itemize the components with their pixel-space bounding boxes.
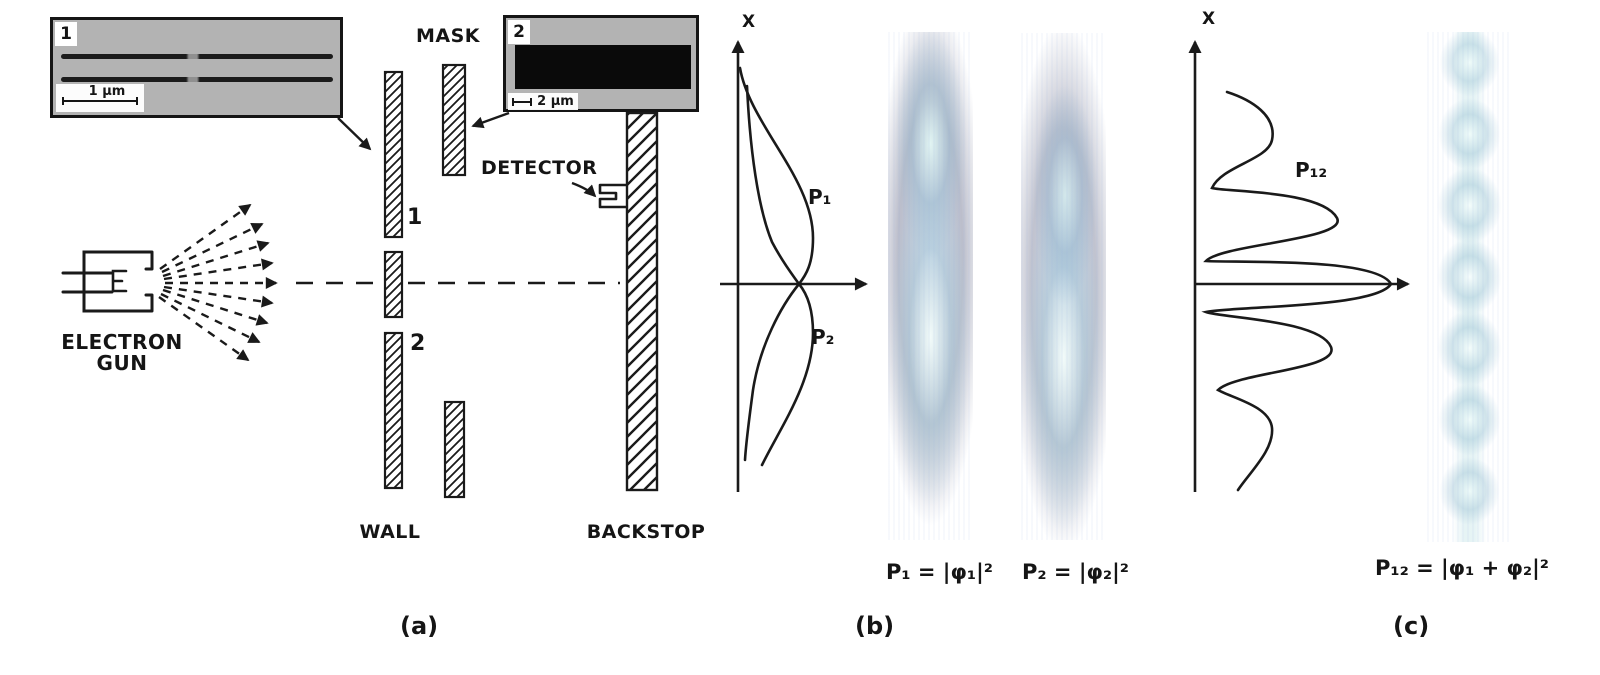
slit2-label: 2 (410, 331, 426, 356)
formula-p2: P₂ = |φ₂|² (1022, 560, 1129, 584)
wall-label: WALL (359, 521, 421, 543)
inset2-scale-box: 2 μm (508, 93, 578, 110)
pattern-image-p2 (1021, 33, 1106, 540)
curve-p12 (1201, 90, 1393, 492)
detector-label: DETECTOR (481, 157, 598, 179)
formula-p12: P₁₂ = |φ₁ + φ₂|² (1374, 556, 1549, 580)
backstop-label: BACKSTOP (586, 521, 706, 543)
detector-element (598, 183, 627, 209)
mask-top-segment (441, 63, 467, 177)
mask-label: MASK (416, 25, 481, 47)
slit1-label: 1 (407, 205, 423, 230)
curve-p12-label: P₁₂ (1295, 158, 1328, 182)
pattern-image-p12 (1427, 32, 1512, 542)
inset1-scale-label: 1 μm (88, 84, 126, 99)
electron-gun-body (82, 250, 154, 313)
electron-gun-filament (111, 269, 128, 293)
inset2-tag: 2 (508, 20, 530, 44)
sem-mask-opening (515, 45, 691, 89)
axis-b-x-label: X (742, 12, 756, 32)
curve-p1-label: P₁ (808, 185, 832, 209)
inset1-scale-bar (62, 97, 138, 105)
wall-top-segment (383, 70, 404, 239)
electron-gun-leads (61, 271, 114, 294)
sem-slit-line-1 (61, 54, 333, 59)
inset1-scale-box: 1 μm (56, 84, 144, 112)
electron-gun-label: ELECTRON GUN (61, 330, 183, 375)
wall-middle-segment (383, 250, 404, 319)
sem-slit-line-2 (61, 77, 333, 82)
pattern-image-p1 (888, 32, 973, 540)
sem-inset-double-slit: 1 1 μm (50, 17, 343, 118)
curve-p2 (745, 84, 815, 467)
mask-bottom-segment (443, 400, 466, 499)
panel-a-caption: (a) (400, 612, 439, 640)
panel-c-caption: (c) (1393, 612, 1430, 640)
curve-p2-label: P₂ (811, 325, 835, 349)
arrow-inset1-to-wall (337, 117, 372, 151)
electron-ray-arrows (158, 203, 278, 362)
axis-c-x-label: X (1202, 9, 1216, 29)
backstop-bar (625, 111, 659, 492)
curve-p1 (738, 66, 815, 462)
inset2-scale-label: 2 μm (537, 94, 574, 109)
arrow-inset2-to-mask (471, 111, 510, 129)
inset2-scale-bar (512, 97, 533, 106)
panel-b-caption: (b) (855, 612, 895, 640)
arrow-detector-pointer (571, 181, 597, 198)
formula-p1: P₁ = |φ₁|² (886, 560, 993, 584)
sem-inset-mask: 2 2 μm (503, 15, 699, 112)
wall-bottom-segment (383, 331, 404, 490)
inset1-tag: 1 (55, 22, 77, 46)
